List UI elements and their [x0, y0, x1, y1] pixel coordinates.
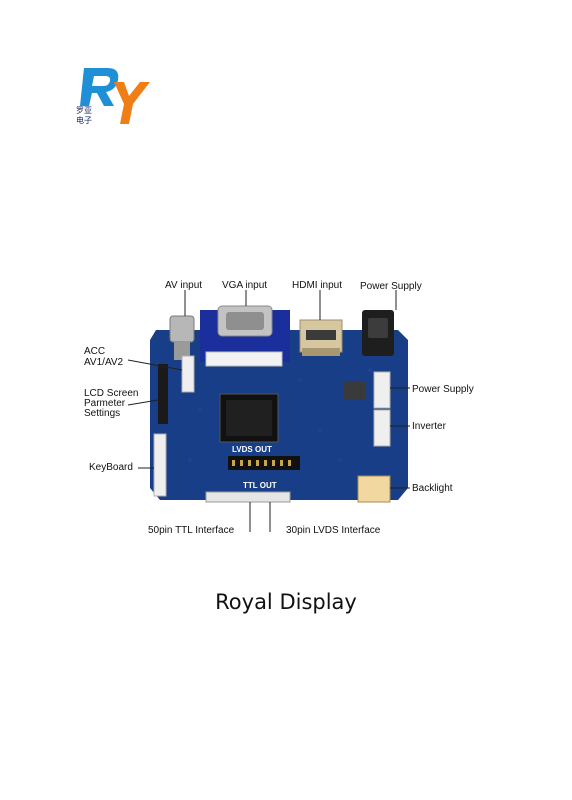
av-input-connector — [169, 315, 195, 343]
label-keyboard: KeyBoard — [89, 462, 133, 473]
company-logo — [74, 62, 150, 128]
label-lvds-interface: 30pin LVDS Interface — [286, 525, 381, 536]
pcb-board — [150, 330, 408, 500]
label-av-input: AV input — [165, 280, 203, 291]
ttl-fpc-connector — [205, 491, 291, 503]
lcd-settings-header — [158, 364, 168, 424]
label-ttl-interface: 50pin TTL Interface — [148, 525, 235, 536]
label-hdmi-input: HDMI input — [292, 280, 343, 291]
label-backlight: Backlight — [412, 483, 453, 494]
keyboard-header — [153, 433, 167, 497]
label-vga-input: VGA input — [222, 280, 268, 291]
logo-subtitle-1: 罗亚 — [76, 106, 92, 115]
silkscreen-lvds-out: LVDS OUT — [232, 445, 272, 454]
silkscreen-ttl-out: TTL OUT — [243, 481, 277, 490]
inductor — [344, 382, 366, 400]
label-power-supply-top: Power Supply — [360, 281, 422, 292]
caption-royal-display: Royal Display — [215, 590, 357, 614]
label-parmeter: Parmeter — [84, 398, 126, 409]
board-diagram: LVDS OUT TTL OUT — [0, 260, 572, 550]
logo-mark-icon — [80, 68, 150, 124]
inverter-header — [373, 409, 391, 447]
board-photo-illustration — [127, 290, 410, 532]
backlight-connector — [357, 475, 391, 503]
label-power-supply-right: Power Supply — [412, 384, 474, 395]
acc-av-header — [181, 355, 195, 393]
leader-lines — [127, 290, 410, 532]
label-av1-av2: AV1/AV2 — [84, 357, 124, 368]
label-settings: Settings — [84, 408, 121, 419]
power-supply-header — [373, 371, 391, 409]
logo-subtitle-2: 电子 — [76, 116, 92, 125]
label-acc: ACC — [84, 346, 106, 357]
label-lcd-screen: LCD Screen — [84, 388, 139, 399]
label-inverter: Inverter — [412, 421, 446, 432]
